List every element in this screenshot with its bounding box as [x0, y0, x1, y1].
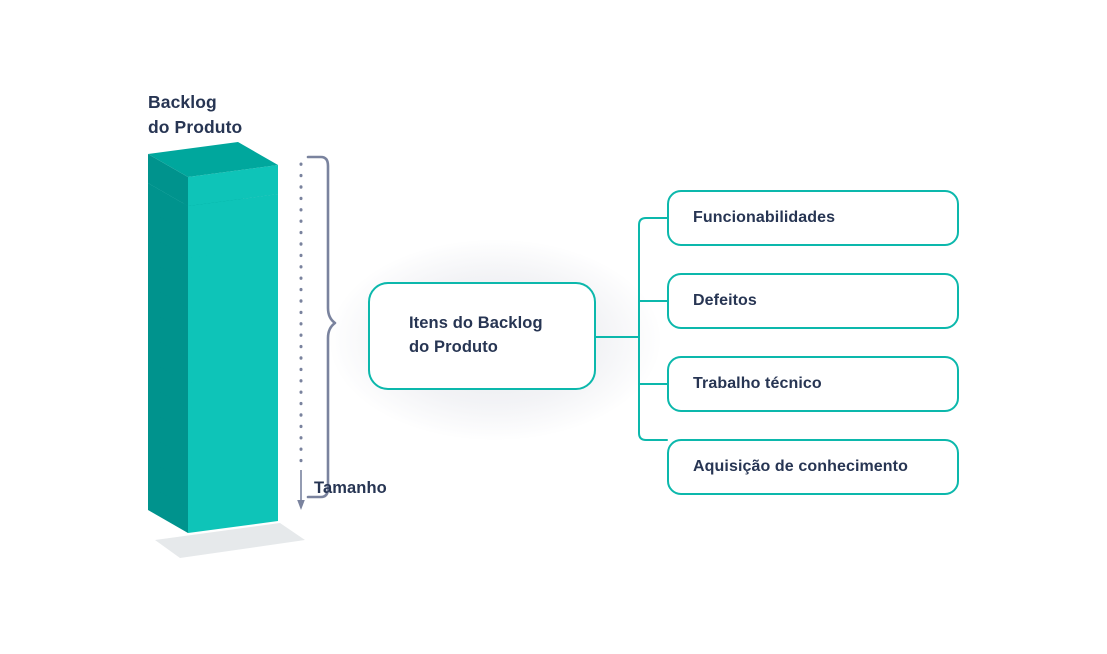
size-measure-group: [297, 155, 337, 510]
leaf-node-label: Aquisição de conhecimento: [693, 458, 908, 475]
tree-connectors: [595, 217, 668, 441]
stack-svg: [148, 142, 305, 558]
stack-title-line-2: do Produto: [148, 116, 243, 137]
center-node-text: Itens do Backlog do Produto: [409, 312, 543, 360]
leaf-node-defeitos[interactable]: Defeitos: [667, 273, 959, 329]
leaf-node-label: Trabalho técnico: [693, 375, 822, 392]
leaf-node-aquisicao-de-conhecimento[interactable]: Aquisição de conhecimento: [667, 439, 959, 495]
stack-title: Backlog do Produto: [148, 90, 368, 140]
leaf-node-label: Defeitos: [693, 292, 757, 309]
tamanho-label: Tamanho: [314, 479, 387, 497]
leaf-node-label: Funcionabilidades: [693, 209, 836, 226]
curly-brace-right: [306, 155, 337, 499]
center-node-line-1: Itens do Backlog: [409, 314, 543, 333]
leaf-node-funcionabilidades[interactable]: Funcionabilidades: [667, 190, 959, 246]
stack-layers: [148, 142, 278, 533]
stacked-layers-3d-icon: [130, 140, 330, 560]
measure-arrow-head: [297, 500, 305, 510]
center-node-line-2: do Produto: [409, 338, 498, 356]
center-node-itens-do-backlog[interactable]: Itens do Backlog do Produto: [368, 282, 596, 390]
connector-spine: [638, 217, 668, 441]
stack-shadow: [155, 523, 305, 558]
stack-title-line-1: Backlog: [148, 92, 217, 112]
leaf-node-trabalho-tecnico[interactable]: Trabalho técnico: [667, 356, 959, 412]
